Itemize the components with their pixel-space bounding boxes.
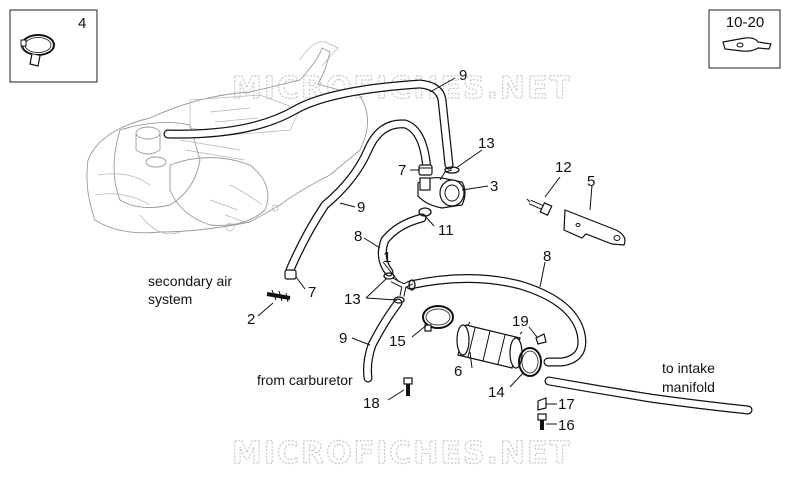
- callout-3: 3: [490, 178, 498, 195]
- secondary-air-label-line2: system: [148, 291, 192, 307]
- hose-9-top: [163, 79, 454, 170]
- callout-17: 17: [558, 396, 575, 413]
- callout-5: 5: [587, 173, 595, 190]
- to-intake-label-line1: to intake: [662, 360, 715, 376]
- secondary-air-label-line1: secondary air: [148, 273, 232, 289]
- bracket-clip-icon: [722, 37, 772, 52]
- callout-numbers: 9 13 7 3 9 11 12 5 8 8 1 7 13 2 15 19 9 …: [247, 67, 595, 434]
- callout-7-top: 7: [398, 162, 406, 179]
- callout-13-top: 13: [478, 135, 495, 152]
- callout-6: 6: [454, 363, 462, 380]
- from-carburetor-label: from carburetor: [257, 372, 353, 388]
- leader-lines: [257, 77, 593, 425]
- hose-9-mid: [285, 119, 432, 275]
- callout-8-left: 8: [354, 228, 362, 245]
- part-7-cap-bottom: [284, 269, 297, 280]
- inset-10-20-number: 10-20: [726, 14, 764, 31]
- callout-14: 14: [488, 384, 505, 401]
- callout-9-bottom: 9: [339, 330, 347, 347]
- part-19-cap: [535, 333, 547, 345]
- part-7-cap-top: [418, 164, 433, 176]
- callout-12: 12: [555, 159, 572, 176]
- callout-9-top: 9: [459, 67, 467, 84]
- hose-clamp-icon: [20, 34, 55, 67]
- hose-8-right: [405, 274, 587, 367]
- part-17-washer: [537, 397, 547, 411]
- part-12-bolt: [526, 198, 553, 217]
- engine-ghost-outline: [86, 41, 368, 235]
- part-13-clip-top: [444, 166, 460, 174]
- callout-16: 16: [558, 417, 575, 434]
- callout-1: 1: [383, 249, 391, 266]
- hose-to-intake: [544, 376, 753, 415]
- part-2-fitting: [266, 289, 291, 303]
- inset-box-4: 4: [9, 9, 98, 83]
- inset-4-number: 4: [78, 15, 86, 32]
- hose-9-bottom: [363, 298, 403, 383]
- callout-7-bottom: 7: [308, 284, 316, 301]
- callout-9-mid: 9: [357, 199, 365, 216]
- callout-2: 2: [247, 311, 255, 328]
- watermark-bottom: MICROFICHES.NET: [232, 436, 572, 471]
- part-5-bracket: [563, 209, 626, 246]
- part-3-valve: [417, 169, 466, 209]
- callout-19: 19: [512, 313, 529, 330]
- part-16-bolt: [537, 413, 547, 430]
- callout-13-bottom: 13: [344, 291, 361, 308]
- annotations: secondary air system from carburetor to …: [148, 273, 715, 395]
- part-15-clamp: [422, 305, 454, 332]
- inset-box-10-20: 10-20: [708, 9, 781, 69]
- callout-8-right: 8: [543, 248, 551, 265]
- callout-18: 18: [363, 395, 380, 412]
- part-18-screw: [403, 377, 413, 396]
- to-intake-label-line2: manifold: [662, 379, 715, 395]
- callout-11: 11: [438, 222, 454, 239]
- callout-15: 15: [389, 333, 406, 350]
- part-14-clamp: [518, 347, 542, 377]
